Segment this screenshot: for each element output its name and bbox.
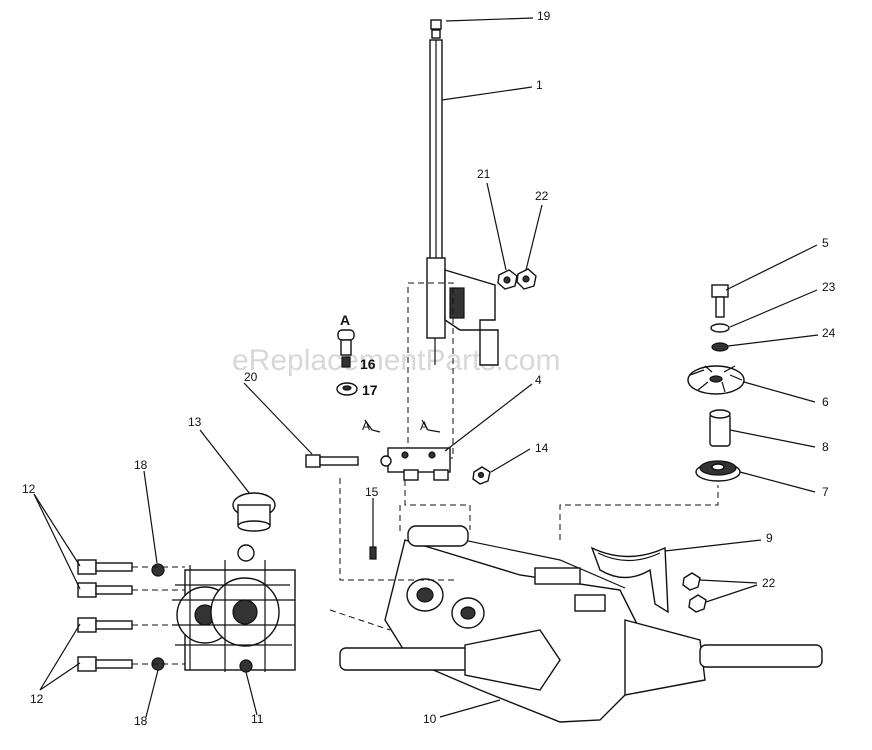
washer-23 (710, 323, 730, 333)
fan-6 (687, 365, 745, 395)
callout-23: 23 (822, 280, 836, 294)
section-a-left: A (362, 419, 370, 433)
nut-22-upper (516, 268, 537, 290)
callout-8: 8 (822, 440, 829, 454)
section-a-detail (336, 329, 358, 396)
pin-15 (369, 546, 377, 560)
callout-15: 15 (365, 485, 379, 499)
cover-11 (172, 544, 296, 673)
callout-22-lower: 22 (762, 576, 776, 590)
callout-9: 9 (766, 531, 773, 545)
leader-lines (33, 17, 819, 718)
nut-21 (497, 269, 518, 290)
callout-24: 24 (822, 326, 836, 340)
nut-14 (472, 466, 491, 485)
callout-5: 5 (822, 236, 829, 250)
filler-cap-13 (232, 492, 276, 532)
washer-24 (711, 342, 729, 352)
callout-14: 14 (535, 441, 549, 455)
nut-22-lower-a (682, 572, 701, 591)
shift-lever (426, 19, 499, 366)
section-a-right: A (420, 419, 428, 433)
spacer-8 (709, 409, 731, 447)
lockwasher-18-top (151, 563, 165, 577)
bolt-20 (305, 454, 359, 468)
shift-arm-4 (380, 447, 451, 481)
callout-1: 1 (536, 78, 543, 92)
callout-16: 16 (360, 356, 376, 372)
callout-12-bottom: 12 (30, 692, 44, 706)
callout-13: 13 (188, 415, 202, 429)
transaxle-housing-10 (384, 525, 641, 723)
pulley-7 (695, 460, 741, 482)
callout-4: 4 (535, 373, 542, 387)
callout-12-top: 12 (22, 482, 36, 496)
nut-22-lower-b (688, 594, 707, 613)
callout-6: 6 (822, 395, 829, 409)
bracket-9 (590, 546, 669, 614)
callout-7: 7 (822, 485, 829, 499)
callout-18-bottom: 18 (134, 714, 148, 728)
callout-11: 11 (251, 712, 264, 726)
callout-a: A (340, 312, 350, 328)
callout-20: 20 (244, 370, 258, 384)
axle-shaft-right (624, 619, 823, 696)
bolts-12 (77, 559, 133, 672)
bolt-5 (711, 284, 729, 318)
callout-22-upper: 22 (535, 189, 549, 203)
callout-10: 10 (423, 712, 437, 726)
callout-18-top: 18 (134, 458, 148, 472)
axle-shaft-left (339, 629, 561, 691)
callout-21: 21 (477, 167, 491, 181)
watermark: eReplacementParts.com (232, 344, 560, 377)
callout-19: 19 (537, 9, 551, 23)
callout-17: 17 (362, 382, 378, 398)
